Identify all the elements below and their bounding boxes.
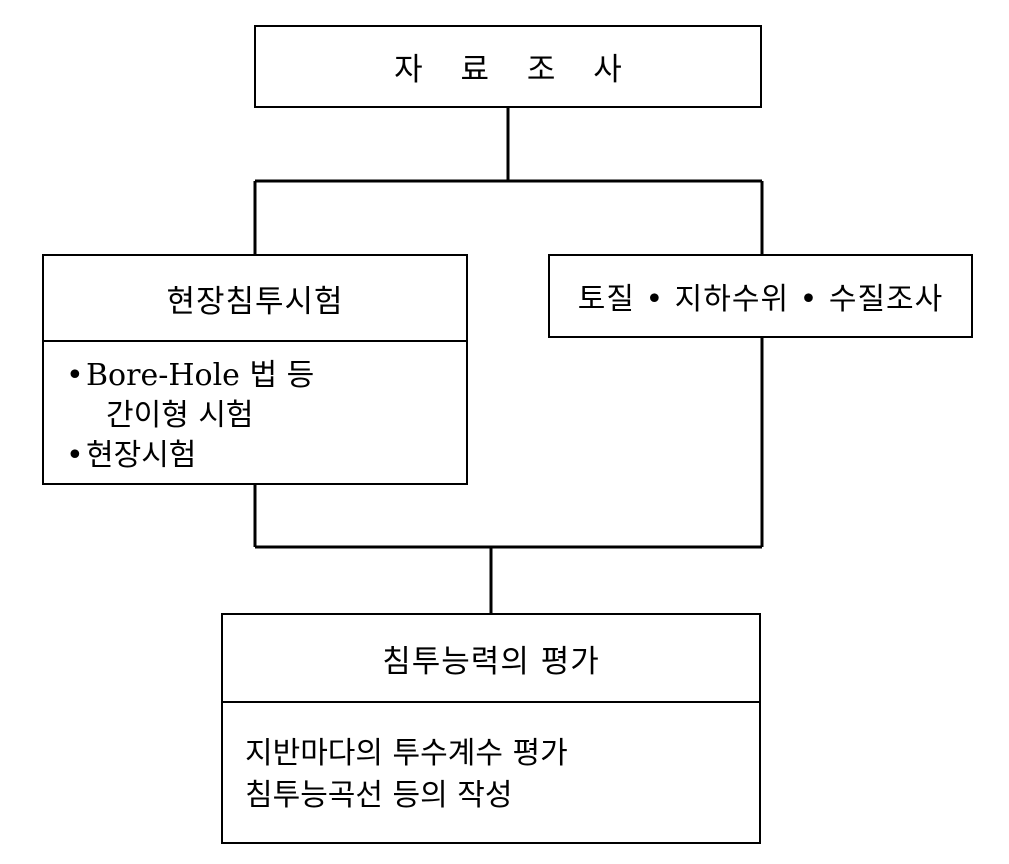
box-field-infiltration-test-body: •Bore-Hole 법 등 간이형 시험 •현장시험 <box>44 342 466 476</box>
body-line: 침투능곡선 등의 작성 <box>245 778 513 813</box>
bullet-text: 현장시험 <box>86 438 197 473</box>
box-soil-groundwater-survey-title: 토질 • 지하수위 • 수질조사 <box>577 282 944 317</box>
body-line: 지반마다의 투수계수 평가 <box>245 736 568 771</box>
box-infiltration-capacity-evaluation-body: 지반마다의 투수계수 평가 침투능곡선 등의 작성 <box>223 703 759 817</box>
box-soil-groundwater-survey: 토질 • 지하수위 • 수질조사 <box>548 254 973 338</box>
box-infiltration-capacity-evaluation: 침투능력의 평가 지반마다의 투수계수 평가 침투능곡선 등의 작성 <box>221 613 761 844</box>
bullet-text: Bore-Hole 법 등 <box>86 358 315 393</box>
bullet-continuation: 간이형 시험 <box>106 398 254 433</box>
bullet-dot: • <box>66 438 84 473</box>
bullet-item: •Bore-Hole 법 등 <box>66 356 466 396</box>
box-infiltration-capacity-evaluation-title: 침투능력의 평가 <box>382 643 600 680</box>
box-field-infiltration-test-title: 현장침투시험 <box>166 283 344 320</box>
box-field-infiltration-test: 현장침투시험 •Bore-Hole 법 등 간이형 시험 •현장시험 <box>42 254 468 485</box>
box-field-infiltration-test-divider <box>44 340 466 342</box>
bullet-item: •현장시험 <box>66 436 466 476</box>
bullet-dot: • <box>66 358 84 393</box>
box-data-survey: 자 료 조 사 <box>254 25 762 108</box>
box-data-survey-title: 자 료 조 사 <box>394 52 636 88</box>
box-infiltration-capacity-evaluation-divider <box>223 701 759 703</box>
